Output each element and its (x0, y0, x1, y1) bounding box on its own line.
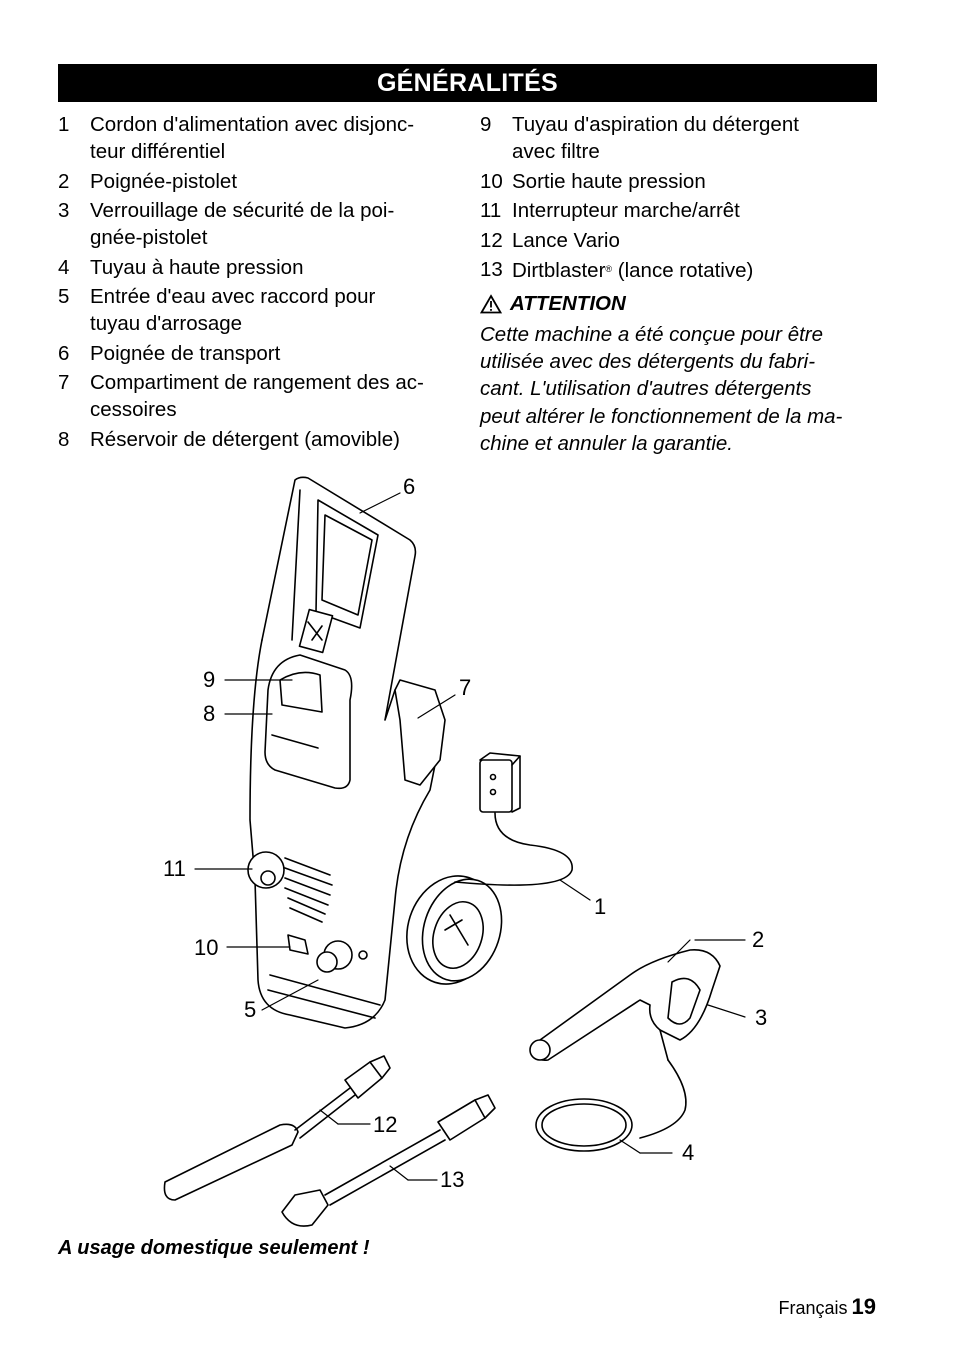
list-item: 6 Poignée de transport (58, 340, 458, 367)
callout-3: 3 (755, 1005, 768, 1030)
list-item: 5 Entrée d'eau avec raccord pour tuyau d'… (58, 283, 458, 337)
item-text: Dirtblaster (512, 259, 606, 282)
spray-gun (529, 949, 721, 1062)
item-text-line: gnée-pistolet (90, 226, 208, 249)
language-label: Français (778, 1298, 848, 1318)
attention-title: ATTENTION (510, 292, 626, 315)
callout-10: 10 (194, 935, 219, 960)
page-number: 19 (851, 1294, 876, 1319)
item-text-line: Tuyau d'aspiration du détergent (512, 113, 799, 136)
list-item: 8 Réservoir de détergent (amovible) (58, 426, 458, 453)
list-item: 11 Interrupteur marche/arrêt (480, 197, 880, 224)
item-text: Tuyau à haute pression (90, 255, 304, 279)
item-number: 9 (480, 113, 492, 136)
vario-lance (163, 1055, 391, 1201)
item-text-line: cessoires (90, 398, 177, 421)
attention-line: chine et annuler la garantie. (480, 431, 734, 455)
item-text: Lance Vario (512, 228, 620, 252)
attention-line: Cette machine a été conçue pour être (480, 323, 824, 346)
item-text-line: Entrée d'eau avec raccord pour (90, 285, 376, 308)
item-text-line: avec filtre (512, 140, 600, 163)
item-number: 5 (58, 285, 70, 308)
item-text-line: Compartiment de rangement des ac- (90, 371, 424, 394)
registered-mark: ® (605, 264, 613, 274)
item-text-line: Cordon d'alimentation avec disjonc- (90, 113, 415, 136)
high-pressure-hose (535, 1059, 687, 1152)
parts-list-left: 1 Cordon d'alimentation avec disjonc-teu… (58, 111, 458, 455)
list-item: 13 Dirtblaster® (lance rotative) (480, 256, 880, 284)
list-item: 9 Tuyau d'aspiration du détergent avec fi… (480, 111, 880, 165)
list-item: 4 Tuyau à haute pression (58, 254, 458, 281)
attention-line: cant. L'utilisation d'autres détergents (480, 377, 812, 401)
item-number: 3 (58, 199, 70, 222)
attention-line: utilisée avec des détergents du fabri- (480, 350, 816, 374)
item-text: Réservoir de détergent (amovible) (90, 427, 400, 451)
warning-triangle-icon (479, 293, 503, 314)
callout-2: 2 (752, 927, 765, 952)
item-text-line: Verrouillage de sécurité de la poi- (90, 199, 395, 222)
item-number: 11 (480, 199, 502, 222)
callout-leader-lines (194, 492, 746, 1181)
list-item: 1 Cordon d'alimentation avec disjonc-teu… (58, 111, 458, 165)
callout-9: 9 (203, 667, 216, 692)
item-text: Interrupteur marche/arrêt (512, 199, 740, 222)
item-number: 8 (58, 427, 70, 451)
section-title-banner: GÉNÉRALITÉS (58, 64, 877, 102)
list-item: 2 Poignée-pistolet (58, 168, 458, 195)
item-number: 13 (480, 258, 503, 281)
item-number: 10 (480, 169, 503, 193)
callout-12: 12 (373, 1112, 398, 1137)
power-cord (454, 752, 573, 886)
domestic-use-note: A usage domestique seulement ! (58, 1237, 370, 1259)
callout-8: 8 (203, 701, 216, 726)
hose-reel-wheel (406, 875, 503, 985)
callout-6: 6 (403, 474, 416, 499)
section-title: GÉNÉRALITÉS (376, 69, 559, 97)
item-text: Sortie haute pression (512, 169, 706, 193)
list-item: 7 Compartiment de rangement des ac-cesso… (58, 369, 458, 423)
machine-body (247, 608, 446, 1029)
item-text: (lance rotative) (612, 259, 754, 282)
item-number: 1 (58, 113, 70, 136)
callout-5: 5 (244, 997, 257, 1022)
callout-11: 11 (163, 856, 186, 881)
item-text: Poignée-pistolet (90, 169, 238, 193)
list-item: 12 Lance Vario (480, 227, 880, 254)
item-number: 12 (480, 228, 503, 252)
item-number: 6 (58, 341, 70, 365)
parts-list-right: 9 Tuyau d'aspiration du détergent avec fi… (479, 111, 880, 457)
callout-4: 4 (682, 1140, 695, 1165)
item-number: 4 (58, 255, 70, 279)
callout-1: 1 (594, 894, 607, 919)
attention-line: peut altérer le fonctionnement de la ma- (480, 404, 843, 428)
dirtblaster-lance (281, 1094, 496, 1227)
attention-heading: ATTENTION (479, 290, 880, 317)
item-number: 2 (58, 169, 70, 193)
callout-7: 7 (459, 675, 472, 700)
item-number: 7 (58, 371, 70, 394)
attention-text: Cette machine a été conçue pour être uti… (480, 321, 880, 457)
item-text-line: teur différentiel (90, 140, 226, 163)
callout-13: 13 (440, 1167, 465, 1192)
item-text-line: tuyau d'arrosage (90, 312, 243, 335)
item-text: Poignée de transport (90, 341, 281, 365)
list-item: 10 Sortie haute pression (480, 168, 880, 195)
list-item: 3 Verrouillage de sécurité de la poi-gné… (58, 197, 458, 251)
